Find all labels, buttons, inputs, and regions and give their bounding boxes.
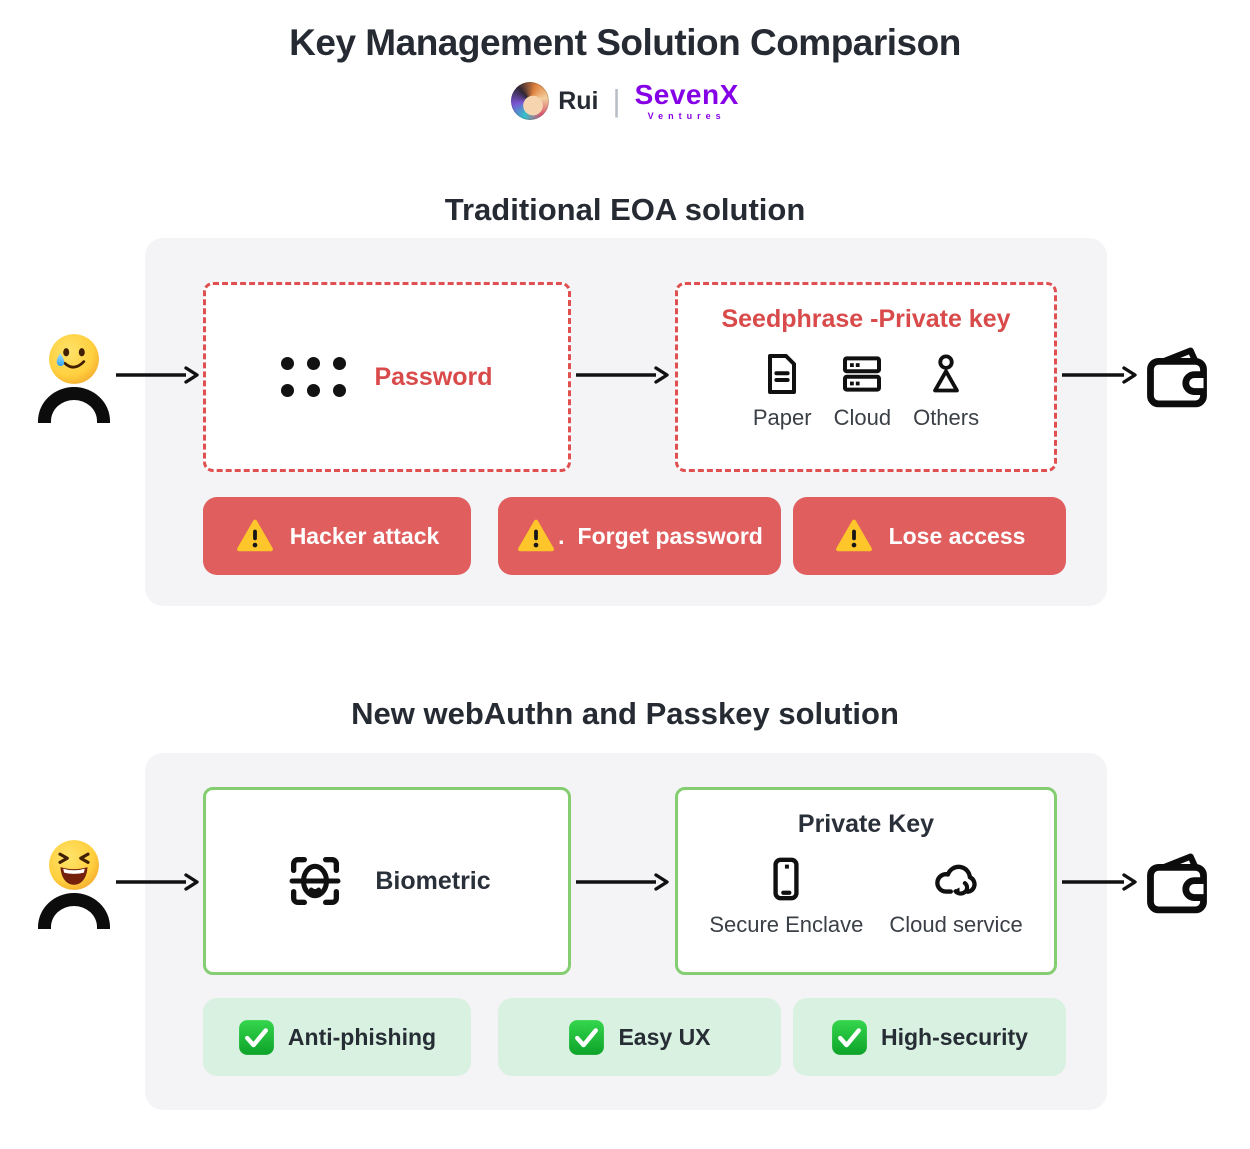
wallet-icon	[1147, 347, 1207, 408]
warning-label: Lose access	[888, 522, 1026, 549]
person-icon	[933, 354, 959, 393]
user-torso	[38, 893, 110, 929]
green-check-icon	[832, 1019, 867, 1055]
grinning-squinting-face-emoji	[49, 840, 99, 890]
passkey-panel: Biometric Private Key Secure Enclave	[145, 753, 1107, 1110]
warning-triangle-icon	[518, 519, 555, 552]
warning-label: Hacker attack	[289, 522, 440, 549]
green-check-icon	[569, 1019, 605, 1055]
smartphone-icon	[773, 857, 799, 901]
biometric-label: Biometric	[375, 866, 491, 895]
author-name: Rui	[558, 86, 599, 115]
storage-item-label: Paper	[752, 405, 812, 430]
cloud-sync-icon	[935, 864, 977, 896]
arrow-right	[576, 873, 669, 891]
user-torso	[38, 387, 110, 423]
byline: Rui | SevenX Ventures	[0, 78, 1250, 124]
sevenx-logo: SevenX Ventures	[635, 81, 739, 121]
key-location-label: Cloud service	[889, 912, 1023, 937]
password-box: Password	[203, 282, 571, 472]
wallet-icon	[1147, 853, 1207, 914]
password-label: Password	[374, 362, 493, 391]
warning-triangle-icon	[835, 519, 872, 552]
author-avatar	[511, 82, 550, 120]
byline-separator: |	[612, 83, 621, 118]
traditional-section-heading: Traditional EOA solution	[444, 192, 806, 227]
storage-item-cloud: Cloud	[834, 350, 891, 431]
face-scan-icon	[289, 857, 341, 905]
storage-item-label: Cloud	[833, 405, 892, 430]
biometric-box: Biometric	[203, 787, 571, 975]
storage-item-label: Others	[913, 405, 980, 430]
server-storage-icon	[843, 356, 882, 392]
arrow-right	[116, 873, 199, 891]
benefit-label: Anti-phishing	[287, 1023, 437, 1050]
traditional-panel: Password Seedphrase -Private key Paper	[145, 238, 1107, 606]
user-figure-traditional	[34, 332, 114, 423]
green-check-icon	[238, 1019, 274, 1055]
arrow-right	[116, 366, 199, 384]
arrow-right	[1062, 366, 1137, 384]
warning-badge-hacker-attack: Hacker attack	[203, 497, 471, 575]
private-key-title: Private Key	[797, 810, 935, 838]
warning-badge-lose-access: Lose access	[793, 497, 1066, 575]
arrow-right	[1062, 873, 1137, 891]
smiling-face-with-tear-emoji	[49, 334, 99, 384]
user-figure-passkey	[34, 838, 114, 929]
warning-label: Forget password	[577, 522, 763, 549]
key-location-label: Secure Enclave	[709, 912, 864, 937]
warning-triangle-icon	[236, 519, 273, 552]
private-key-box: Private Key Secure Enclave	[675, 787, 1057, 975]
benefit-badge-high-security: High-security	[793, 998, 1066, 1076]
org-subtitle: Ventures	[647, 111, 726, 121]
warning-badge-forget-password: . Forget password	[498, 497, 781, 575]
passkey-section-heading: New webAuthn and Passkey solution	[351, 696, 899, 731]
key-location-secure-enclave: Secure Enclave	[709, 853, 863, 938]
benefit-badge-easy-ux: Easy UX	[498, 998, 781, 1076]
org-name: SevenX	[634, 79, 739, 110]
private-key-items: Secure Enclave Cloud service	[678, 853, 1054, 938]
paper-document-icon	[768, 354, 797, 394]
arrow-right	[576, 366, 669, 384]
benefit-badge-anti-phishing: Anti-phishing	[203, 998, 471, 1076]
password-dots-icon	[281, 357, 347, 397]
key-location-cloud-service: Cloud service	[889, 853, 1023, 938]
page-title: Key Management Solution Comparison	[289, 22, 961, 63]
seedphrase-items: Paper Cloud	[678, 350, 1054, 431]
benefit-label: Easy UX	[618, 1023, 711, 1050]
storage-item-paper: Paper	[753, 350, 812, 431]
seedphrase-box: Seedphrase -Private key Paper	[675, 282, 1057, 472]
storage-item-others: Others	[913, 350, 979, 431]
benefit-label: High-security	[881, 1023, 1028, 1050]
seedphrase-title: Seedphrase -Private key	[721, 305, 1011, 333]
warning-suffix: .	[558, 522, 565, 549]
